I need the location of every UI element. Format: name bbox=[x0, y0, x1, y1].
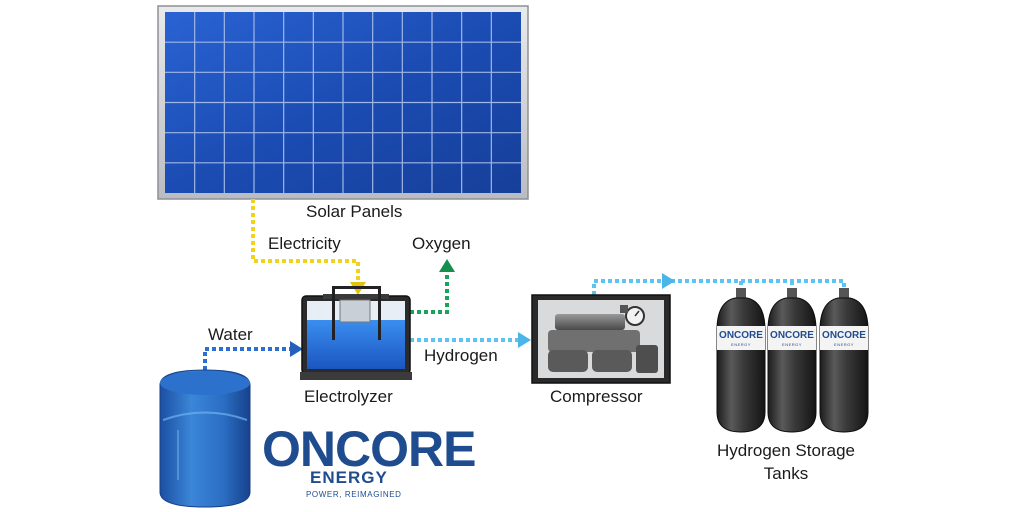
oxygen-label: Oxygen bbox=[412, 234, 471, 253]
tank-valve bbox=[839, 288, 849, 298]
compressor-label: Compressor bbox=[550, 387, 643, 406]
hydrogen-label: Hydrogen bbox=[424, 346, 498, 365]
logo-tagline: POWER, REIMAGINED bbox=[306, 490, 402, 499]
tank-valve bbox=[736, 288, 746, 298]
oxygen-flow-line bbox=[410, 259, 455, 314]
solar-cell-grid bbox=[165, 12, 521, 193]
oxygen-arrowhead bbox=[439, 259, 455, 272]
oncore-energy-logo: ONCORE ENERGY POWER, REIMAGINED bbox=[262, 424, 476, 504]
electrolyzer-label: Electrolyzer bbox=[304, 387, 393, 406]
tank-body bbox=[767, 297, 817, 433]
storage-label-line1: Hydrogen Storage bbox=[717, 441, 855, 460]
solar-panel bbox=[157, 5, 529, 200]
storage-tank-2 bbox=[767, 288, 817, 433]
storage-tank-3 bbox=[819, 288, 869, 433]
water-flow-line bbox=[203, 341, 303, 370]
tank-label-band bbox=[820, 326, 868, 350]
hydrogen-arrowhead-1 bbox=[518, 332, 531, 348]
electricity-label: Electricity bbox=[268, 234, 341, 253]
logo-wordmark: ONCORE bbox=[262, 421, 476, 477]
electrolyzer bbox=[300, 286, 412, 380]
logo-subtitle: ENERGY bbox=[310, 468, 388, 487]
water-arrowhead bbox=[290, 341, 303, 357]
water-label: Water bbox=[208, 325, 253, 344]
tank-1-brand: ONCORE bbox=[719, 330, 763, 341]
tank-1-brand-sub: ENERGY bbox=[731, 342, 751, 347]
compressor bbox=[531, 294, 671, 384]
tank-3-brand: ONCORE bbox=[822, 330, 866, 341]
hydrogen-arrowhead-2 bbox=[662, 273, 675, 289]
storage-label-line2: Tanks bbox=[763, 464, 809, 483]
hydrogen-flow-line-2 bbox=[592, 273, 846, 295]
tank-2-brand-sub: ENERGY bbox=[782, 342, 802, 347]
storage-tank-1 bbox=[716, 288, 766, 433]
tank-label-band bbox=[768, 326, 816, 350]
solar-panels-label: Solar Panels bbox=[306, 202, 403, 221]
hydrogen-storage-tanks bbox=[716, 288, 869, 433]
water-tank bbox=[159, 369, 251, 508]
tank-2-brand: ONCORE bbox=[770, 330, 814, 341]
tank-body bbox=[716, 297, 766, 433]
tank-valve bbox=[787, 288, 797, 298]
hydrogen-flow-line-1 bbox=[410, 332, 531, 348]
tank-3-brand-sub: ENERGY bbox=[834, 342, 854, 347]
tank-label-band bbox=[717, 326, 765, 350]
tank-body bbox=[819, 297, 869, 433]
